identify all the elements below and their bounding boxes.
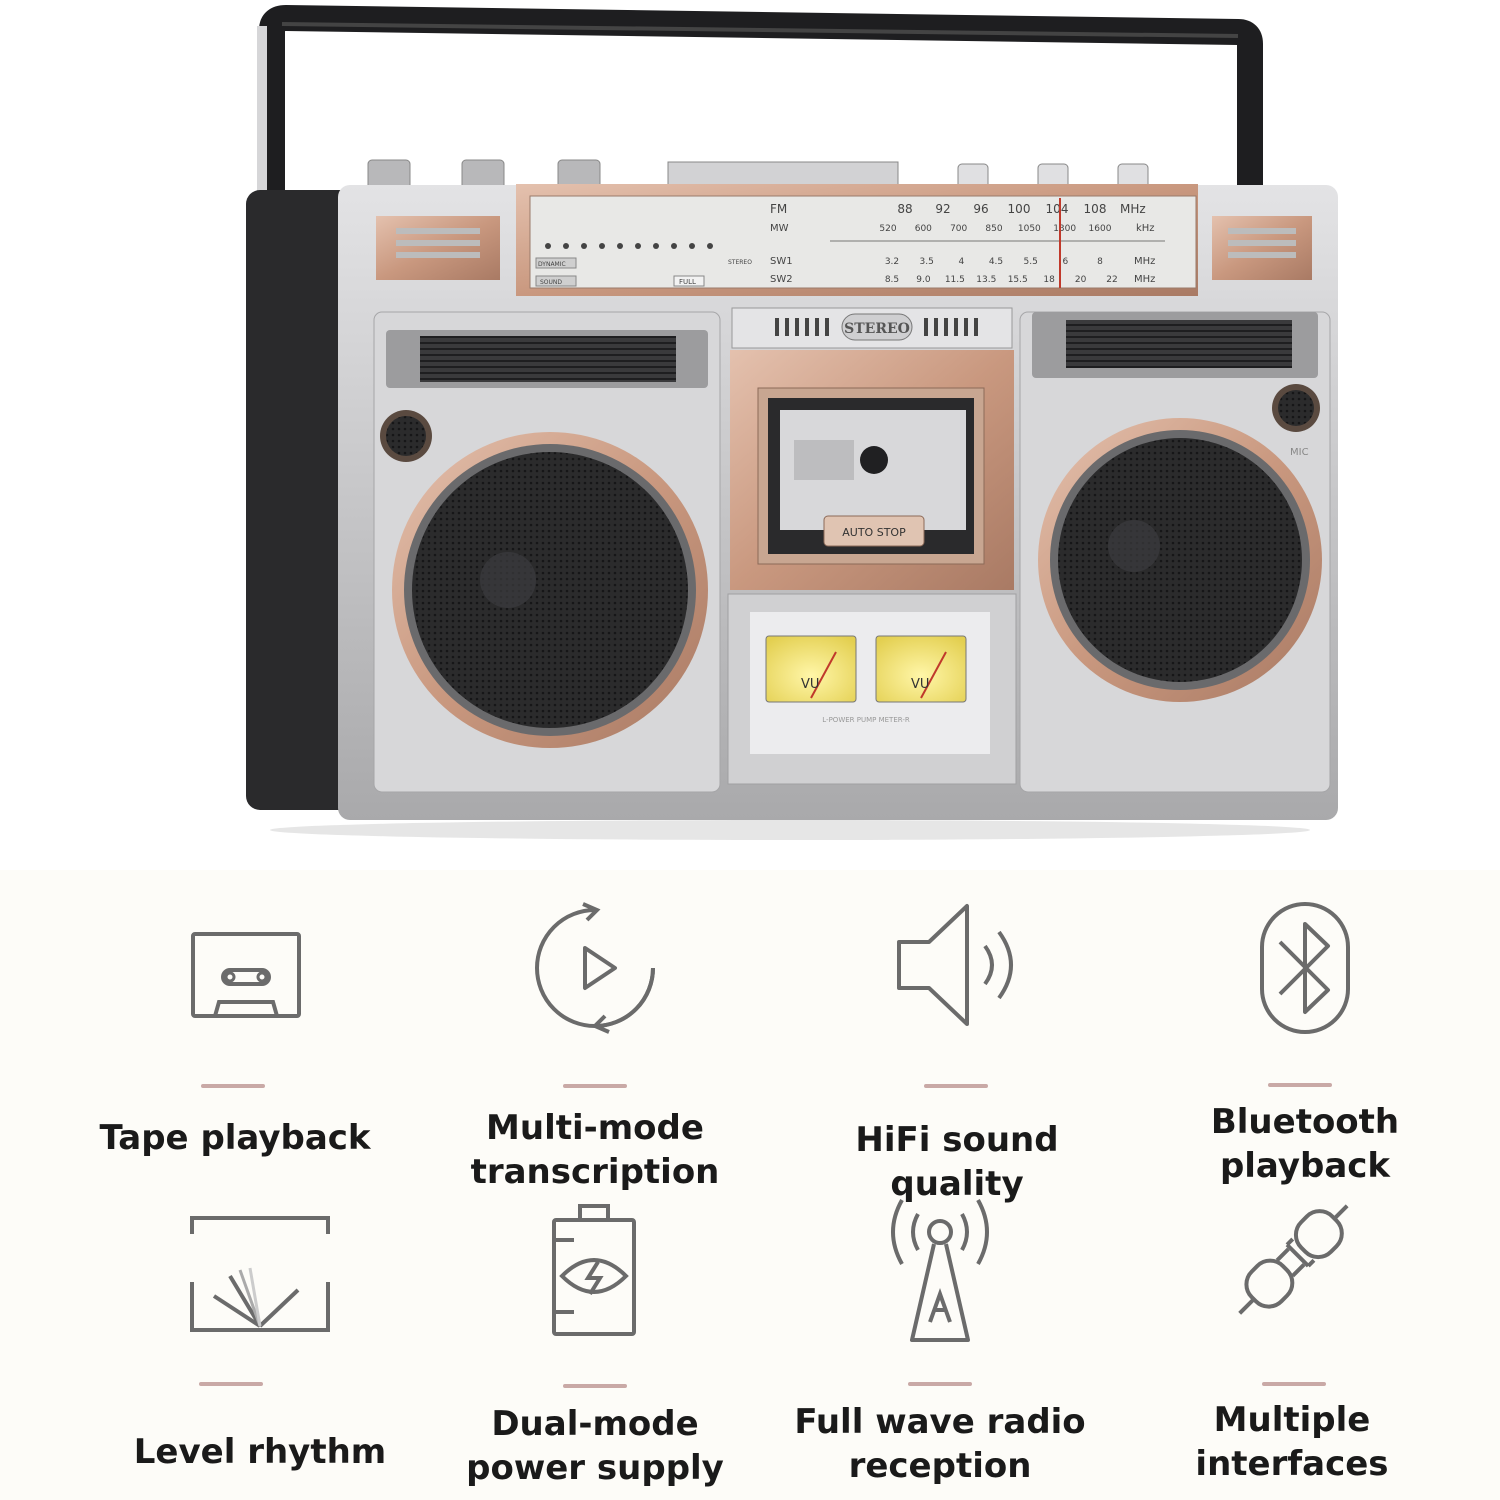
sw2-unit: MHz — [1134, 274, 1155, 285]
battery-charge-icon — [552, 1204, 636, 1336]
accent-divider — [563, 1384, 627, 1388]
dial-tick-label: 100 — [1008, 202, 1031, 216]
dial-tick-label: 22 — [1106, 275, 1117, 285]
sw2-scale: 8.5 9.0 11.5 13.5 15.5 18 20 22 — [885, 275, 1118, 285]
stereo-indicator-label: STEREO — [728, 259, 752, 266]
fm-band-label: FM — [770, 202, 787, 216]
cassette-deck: AUTO STOP — [730, 350, 1014, 590]
accent-divider — [201, 1084, 265, 1088]
sw1-unit: MHz — [1134, 256, 1155, 267]
dial-tick-label: 13.5 — [976, 275, 996, 285]
stereo-badge: STEREO — [731, 307, 1013, 349]
feature-label: Level rhythm — [133, 1432, 387, 1472]
dial-tick-label: 15.5 — [1008, 275, 1028, 285]
dial-tick-label: 1050 — [1018, 224, 1041, 234]
right-tweeter-grille — [1066, 320, 1292, 368]
boombox-illustration: FM MW SW1 SW2 88 92 96 100 104 108 520 600 700 8… — [246, 4, 1338, 840]
mw-unit: kHz — [1136, 223, 1155, 234]
auto-stop-label: AUTO STOP — [842, 526, 906, 539]
feature-label: Bluetooth playback — [1210, 1102, 1400, 1186]
dial-tick-label: 520 — [879, 224, 896, 234]
auto-stop-button[interactable] — [823, 515, 925, 547]
accent-divider — [924, 1084, 988, 1088]
vu-label-left: VU — [801, 677, 819, 692]
right-woofer — [1038, 418, 1322, 702]
mw-band-label: MW — [770, 223, 789, 234]
led-row — [545, 243, 713, 249]
radio-tower-icon — [891, 1199, 989, 1342]
accent-divider — [1262, 1382, 1326, 1386]
dial-tick-label: 6 — [1062, 257, 1068, 267]
left-woofer — [392, 432, 708, 748]
dial-tick-label: 96 — [973, 202, 988, 216]
cassette-tape-icon — [191, 932, 301, 1018]
feature-label: HiFi sound quality — [855, 1120, 1059, 1204]
sw1-band-label: SW1 — [770, 256, 793, 267]
play-cycle-icon — [535, 902, 655, 1034]
sw1-scale: 3.2 3.5 4 4.5 5.5 6 8 — [885, 257, 1103, 267]
bluetooth-icon — [1260, 902, 1350, 1034]
dial-tick-label: 700 — [950, 224, 967, 234]
fm-scale: 88 92 96 100 104 108 — [897, 202, 1106, 216]
dial-tick-label: 18 — [1043, 275, 1055, 285]
dial-tick-label: 5.5 — [1024, 257, 1038, 267]
mw-scale: 520 600 700 850 1050 1300 1600 — [879, 224, 1111, 234]
accent-divider — [908, 1382, 972, 1386]
full-label: FULL — [679, 278, 696, 286]
feature-label: Multi-mode transcription — [470, 1108, 720, 1192]
dial-tick-label: 4 — [958, 257, 964, 267]
dial-tick-label: 9.0 — [916, 275, 931, 285]
speaker-sound-icon — [897, 904, 1013, 1026]
plug-connector-icon — [1238, 1204, 1349, 1315]
dial-tick-label: 8.5 — [885, 275, 899, 285]
stereo-badge-text: STEREO — [844, 321, 910, 337]
dial-tick-label: 104 — [1046, 202, 1069, 216]
control-knobs — [367, 159, 1149, 191]
dial-tick-label: 3.5 — [920, 257, 934, 267]
dial-tick-label: 88 — [897, 202, 912, 216]
vu-label-right: VU — [911, 677, 929, 692]
sound-label: SOUND — [540, 279, 562, 286]
sw2-band-label: SW2 — [770, 274, 793, 285]
level-meter-icon — [190, 1216, 330, 1332]
dial-tick-label: 600 — [915, 224, 932, 234]
vu-meter-panel: VU VU L-POWER PUMP METER-R — [727, 593, 1017, 785]
dial-tick-label: 1300 — [1053, 224, 1076, 234]
left-tweeter-grille — [420, 336, 676, 382]
dial-tick-label: 20 — [1075, 275, 1087, 285]
feature-label: Dual-mode power supply — [466, 1404, 724, 1488]
meter-caption: L-POWER PUMP METER-R — [822, 716, 910, 724]
dynamic-label: DYNAMIC — [538, 261, 566, 268]
accent-divider — [563, 1084, 627, 1088]
fm-unit: MHz — [1120, 202, 1146, 216]
dial-tick-label: 850 — [985, 224, 1002, 234]
product-photo: FM MW SW1 SW2 88 92 96 100 104 108 520 600 700 8… — [246, 4, 1338, 840]
mic-label: MIC — [1290, 447, 1309, 458]
tuning-dial-panel: FM MW SW1 SW2 88 92 96 100 104 108 520 600 700 8… — [376, 184, 1312, 296]
accent-divider — [1268, 1083, 1332, 1087]
dial-tick-label: 92 — [935, 202, 950, 216]
accent-divider — [199, 1382, 263, 1386]
feature-label: Multiple interfaces — [1195, 1400, 1389, 1484]
dial-tick-label: 8 — [1097, 257, 1103, 267]
feature-grid: Tape playback Multi-mode transcription H… — [0, 870, 1500, 1500]
dial-tick-label: 1600 — [1089, 224, 1112, 234]
dial-tick-label: 108 — [1084, 202, 1107, 216]
left-mini-speaker — [380, 410, 432, 462]
mic-grille — [1272, 384, 1320, 432]
dial-tick-label: 3.2 — [885, 257, 899, 267]
feature-label: Tape playback — [99, 1118, 371, 1158]
dial-tick-label: 4.5 — [989, 257, 1003, 267]
feature-label: Full wave radio reception — [794, 1402, 1086, 1486]
dial-tick-label: 11.5 — [945, 275, 965, 285]
